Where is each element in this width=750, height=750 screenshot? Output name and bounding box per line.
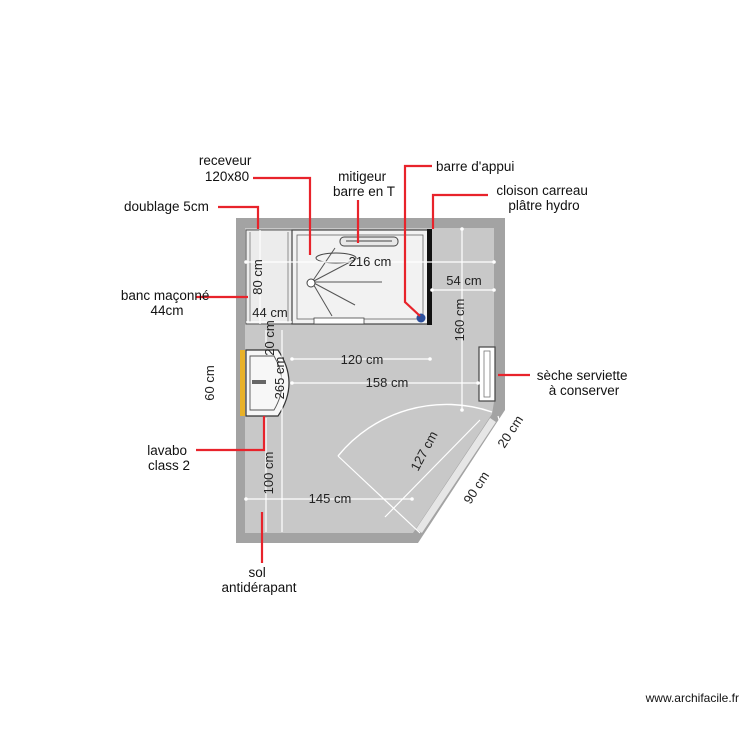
label-cloison: cloison carreau plâtre hydro <box>496 183 591 213</box>
dim-120: 120 cm <box>341 352 384 367</box>
washbasin <box>245 349 290 417</box>
label-barre-appui: barre d'appui <box>436 159 514 174</box>
label-mitigeur: mitigeur barre en T <box>333 169 395 199</box>
label-seche-serviette: sèche serviette à conserver <box>537 368 632 398</box>
dim-60: 60 cm <box>202 365 217 400</box>
shower-bench <box>245 229 293 325</box>
door-leaf <box>425 421 501 535</box>
dim-145: 145 cm <box>309 491 352 506</box>
basin-band <box>240 350 245 416</box>
shower-head <box>315 252 357 264</box>
watermark: www.archifacile.fr <box>645 691 739 705</box>
label-receveur: receveur 120x80 <box>199 153 255 184</box>
label-doublage: doublage 5cm <box>124 199 209 214</box>
dim-160: 160 cm <box>452 299 467 342</box>
door-swing-arc <box>337 403 493 457</box>
dim-54: 54 cm <box>446 273 481 288</box>
partition-wall <box>427 229 432 325</box>
dim-80: 80 cm <box>250 259 265 294</box>
door-swing-line <box>337 455 421 534</box>
dimension-lines <box>221 227 513 532</box>
label-banc: banc maçonné 44cm <box>121 288 213 318</box>
door-opening <box>416 418 496 533</box>
label-sol: sol antidérapant <box>221 565 296 595</box>
faucet <box>252 380 266 384</box>
dim-265: 265 cm <box>272 357 287 400</box>
towel-dryer <box>478 346 496 402</box>
label-lavabo: lavabo class 2 <box>147 443 191 473</box>
dim-158: 158 cm <box>366 375 409 390</box>
dim-20-left: 20 cm <box>262 320 277 355</box>
tray-pattern <box>311 247 382 317</box>
dim-216: 216 cm <box>349 254 392 269</box>
glass-panel <box>313 317 365 325</box>
drain <box>306 278 316 288</box>
dim-44: 44 cm <box>252 305 287 320</box>
dim-100: 100 cm <box>261 452 276 495</box>
annotation-leaders <box>196 164 530 563</box>
